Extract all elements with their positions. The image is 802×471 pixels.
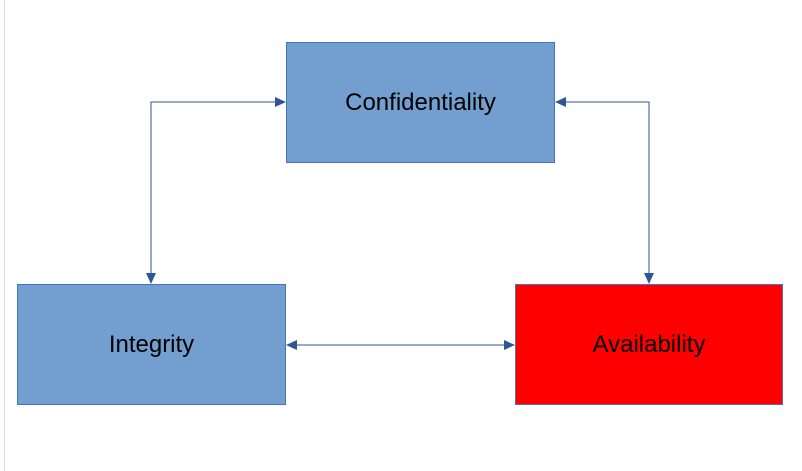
integrity-label: Integrity — [108, 330, 195, 358]
availability-box: Availability — [515, 284, 783, 405]
connector-integrity-confidentiality — [146, 97, 286, 284]
availability-label: Availability — [592, 330, 706, 358]
confidentiality-label: Confidentiality — [345, 88, 496, 116]
connector-confidentiality-availability — [555, 97, 654, 284]
integrity-box: Integrity — [17, 284, 286, 405]
page-edge-line — [4, 0, 5, 471]
confidentiality-box: Confidentiality — [286, 42, 555, 163]
